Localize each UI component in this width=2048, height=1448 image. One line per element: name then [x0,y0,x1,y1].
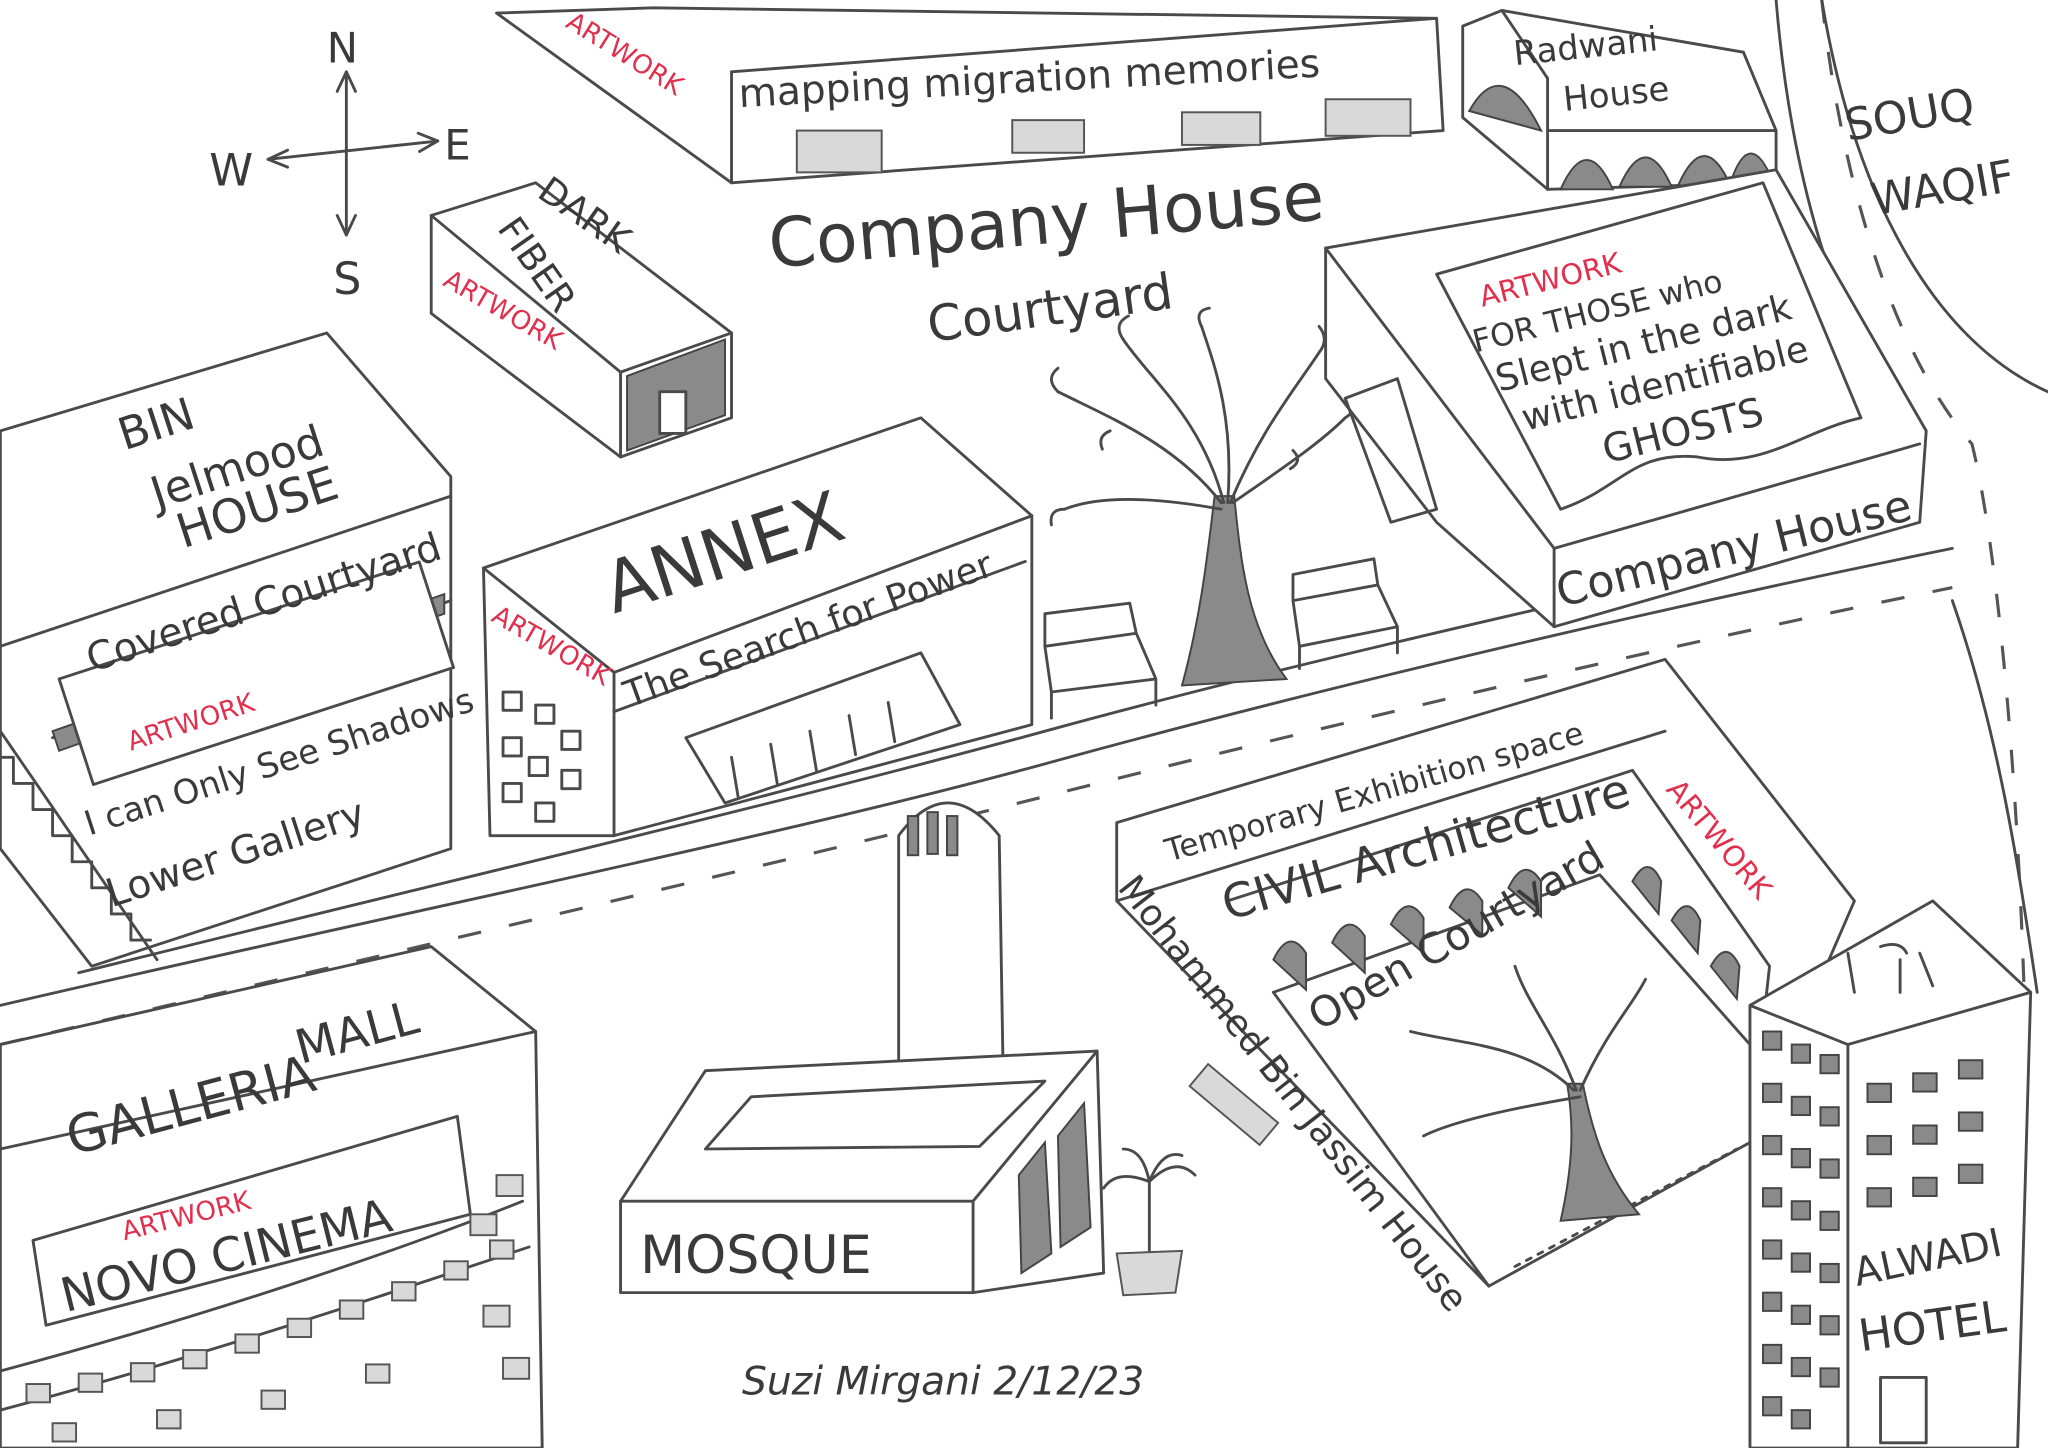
building-annex: ANNEX ARTWORK The Search for Power [482,416,1034,838]
mosque-title: MOSQUE [640,1226,872,1286]
building-mosque: MOSQUE [619,801,1106,1295]
building-mohammed-bin-jassim-house: Temporary Exhibition space CIVIL Archite… [1110,657,1856,1320]
souq-waqif-line1: SOUQ [1841,79,1978,152]
compass-west: W [209,145,253,196]
building-company-house: ARTWORK FOR THOSE who Slept in the dark … [1324,168,1928,629]
compass: N S E W [209,24,470,305]
compass-east: E [444,120,470,169]
building-bin-jelmood-house: BIN Jelmood HOUSE Covered Courtyard ARTW… [0,331,479,968]
building-mapping-migration-memories: ARTWORK mapping migration memories [495,6,1445,185]
compass-north: N [327,24,358,73]
bench-icon [1043,557,1399,720]
building-alwadi-hotel: ALWADI HOTEL [1748,899,2033,1448]
compass-south: S [333,254,361,305]
courtyard-label: Courtyard [924,262,1177,354]
tree-icon [1049,306,1355,687]
building-dark-fiber: DARK FIBER ARTWORK [429,168,733,459]
building-galleria-mall: GALLERIA MALL ARTWORK NOVO CINEMA [0,945,544,1448]
souq-waqif-line2: WAQIF [1867,151,2018,226]
artist-signature: Suzi Mirgani 2/12/23 [742,1359,1144,1404]
company-house-courtyard-title: Company House [765,157,1327,284]
hotel-windows [1762,1030,1984,1430]
building-radwani-house: Radwani House [1461,9,1778,191]
plant-pot-icon [1102,1147,1197,1297]
